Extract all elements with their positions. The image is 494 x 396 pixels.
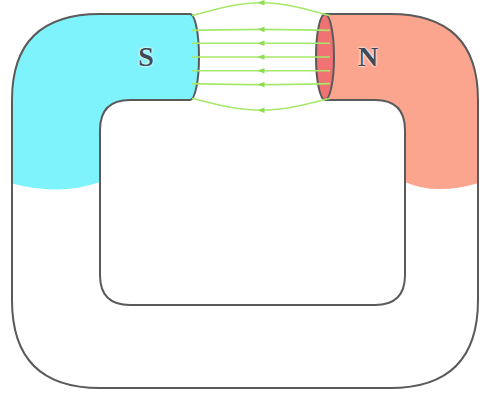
field-line [192, 84, 330, 85]
field-line [192, 3, 330, 16]
field-line [192, 56, 330, 58]
pole-label: S [138, 41, 154, 73]
south-pole-fill [0, 0, 205, 190]
field-line [192, 70, 330, 72]
field-line [192, 29, 330, 30]
north-pole-face [316, 14, 334, 100]
magnet-outline [12, 14, 478, 388]
field-line [192, 42, 330, 44]
pole-label: N [358, 41, 378, 73]
magnet-pole: N [330, 14, 406, 100]
magnet-pole: S [100, 14, 192, 100]
field-line [192, 98, 330, 110]
